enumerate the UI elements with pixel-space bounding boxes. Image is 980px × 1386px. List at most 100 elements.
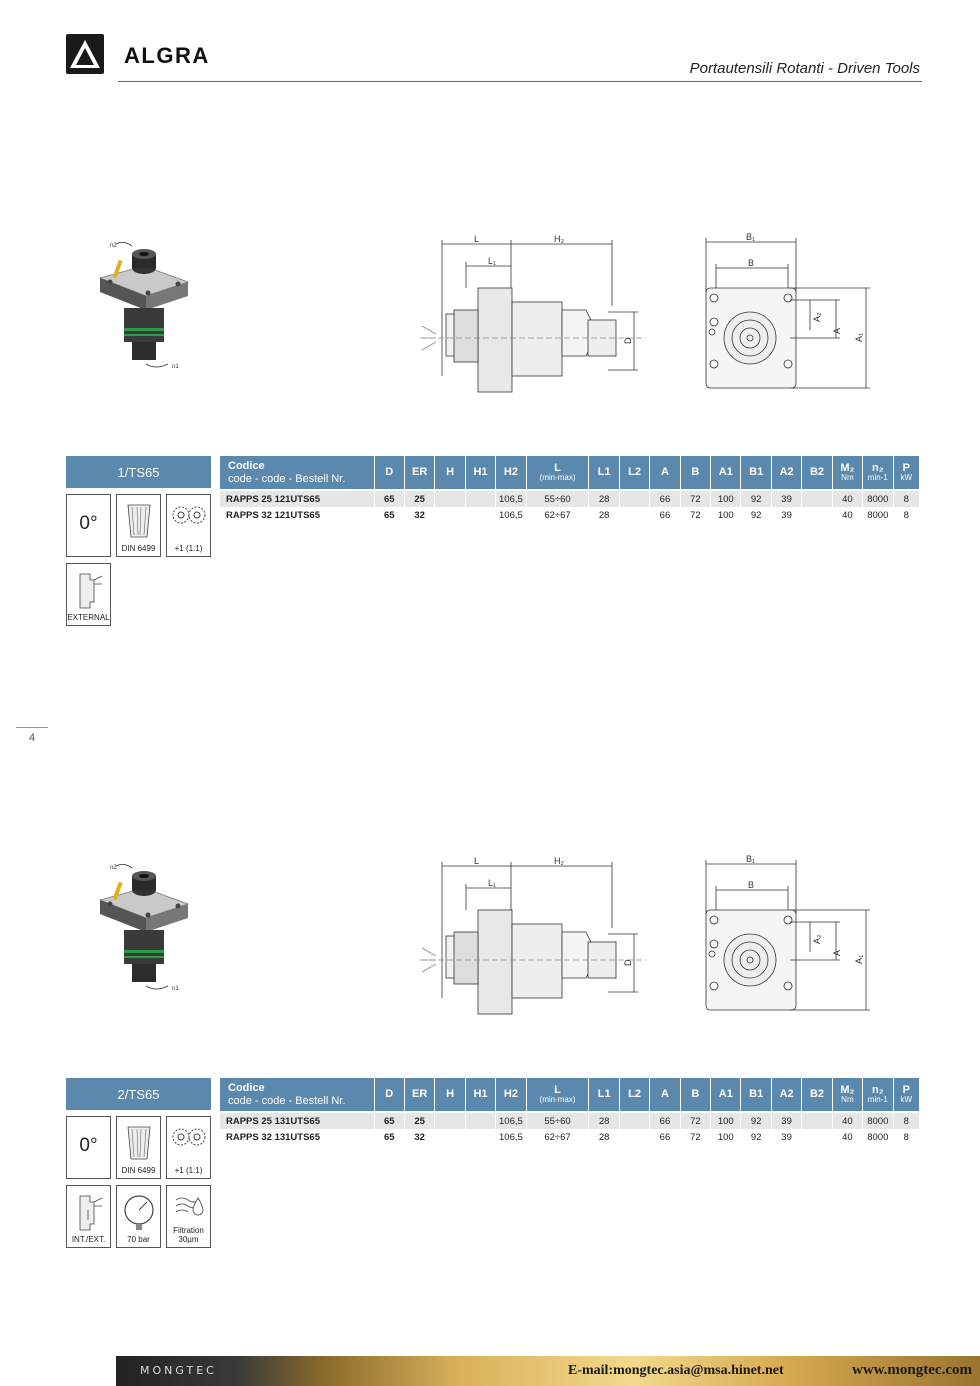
product-photo-1: n2 n1 (98, 242, 190, 370)
coolant-pressure: 70 bar (127, 1235, 150, 1244)
dim-L: L (474, 234, 479, 244)
dim-A2: A₂ (812, 312, 822, 322)
dim-D: D (623, 337, 633, 344)
col-H: H (434, 1078, 466, 1112)
section-label-2: 2/TS65 (66, 1078, 211, 1110)
col-B1: B1 (740, 1078, 772, 1112)
filtration-box-2: Filtration 30µm (166, 1185, 211, 1248)
side-view-drawing-1: L H₂ L₁ D (420, 234, 646, 393)
collet-standard: DIN 6499 (121, 544, 156, 553)
col-A2: A2 (771, 456, 803, 490)
dim-B: B (748, 880, 754, 890)
dim-A1: A₁ (854, 333, 864, 342)
collet-box-2: DIN 6499 (116, 1116, 161, 1179)
col-A1: A1 (710, 456, 742, 490)
col-D: D (374, 1078, 405, 1112)
algra-logo (66, 34, 104, 74)
coolant-box-2: INT./EXT. (66, 1185, 111, 1248)
brand-name: ALGRA (124, 43, 210, 68)
col-H2: H2 (495, 456, 527, 490)
gear-ratio: +1 (1:1) (174, 544, 203, 553)
collet-box-1: DIN 6499 (116, 494, 161, 557)
internal-external-coolant-icon (79, 1195, 102, 1231)
dim-L1: L₁ (488, 878, 496, 888)
col-L2: L2 (619, 456, 651, 490)
col-ER: ER (404, 456, 436, 490)
footer-email[interactable]: E-mail:mongtec.asia@msa.hinet.net (568, 1363, 784, 1378)
gear-box-2: +1 (1:1) (166, 1116, 211, 1179)
dim-B1: B₁ (746, 232, 755, 242)
n2-label: n2 (110, 243, 117, 249)
page-subtitle: Portautensili Rotanti - Driven Tools (689, 60, 920, 77)
col-L: L(min-max) (526, 456, 590, 490)
angle-box-1: 0° (66, 494, 111, 557)
section-label-1: 1/TS65 (66, 456, 211, 488)
footer-website[interactable]: www.mongtec.com (852, 1362, 972, 1378)
col-A1: A1 (710, 1078, 742, 1112)
col-B2: B2 (801, 456, 833, 490)
dim-L1: L₁ (488, 256, 496, 266)
n1-label: n1 (172, 364, 179, 370)
pressure-gauge-icon (123, 1195, 154, 1230)
coolant-type: EXTERNAL (67, 613, 110, 622)
product-photo-2: n2 n1 (98, 864, 190, 992)
dim-A: A (832, 328, 842, 334)
coolant-type: INT./EXT. (71, 1235, 106, 1244)
dim-D: D (623, 959, 633, 966)
col-B1: B1 (740, 456, 772, 490)
col-H: H (434, 456, 466, 490)
filtration-value: 30µm (178, 1235, 199, 1244)
col-L2: L2 (619, 1078, 651, 1112)
angle-value: 0° (79, 1135, 98, 1156)
filtration-drop-icon (175, 1197, 203, 1216)
dim-A1: A₁ (854, 955, 864, 964)
col-A2: A2 (771, 1078, 803, 1112)
col-L1: L1 (588, 456, 620, 490)
col-L: L(min-max) (526, 1078, 590, 1112)
collet-icon (127, 504, 150, 538)
col-B: B (680, 456, 712, 490)
filtration-label: Filtration (173, 1226, 204, 1235)
gear-box-1: +1 (1:1) (166, 494, 211, 557)
page-number: 4 (16, 727, 48, 744)
dim-H2: H₂ (554, 856, 564, 866)
dim-H2: H₂ (554, 234, 564, 244)
front-view-drawing-1: B₁ B A₂ A A₁ (705, 232, 870, 389)
col-L1: L1 (588, 1078, 620, 1112)
front-view-drawing-2: B₁ B A₂ A A₁ (705, 854, 870, 1011)
logo-triangle-icon (70, 40, 100, 68)
header-divider (118, 81, 922, 82)
collet-icon (127, 1126, 150, 1160)
gears-icon (172, 1128, 205, 1146)
col-A: A (649, 1078, 681, 1112)
gear-ratio: +1 (1:1) (174, 1166, 203, 1175)
n1-label: n1 (172, 986, 179, 992)
footer-bar: MONGTEC E-mail:mongtec.asia@msa.hinet.ne… (116, 1356, 980, 1386)
dim-B: B (748, 258, 754, 268)
col-A: A (649, 456, 681, 490)
side-view-drawing-2: L H₂ L₁ D (420, 856, 646, 1015)
footer-brand: MONGTEC (140, 1364, 217, 1377)
col-B: B (680, 1078, 712, 1112)
dim-B1: B₁ (746, 854, 755, 864)
col-H2: H2 (495, 1078, 527, 1112)
col-D: D (374, 456, 405, 490)
col-H1: H1 (465, 456, 497, 490)
dim-A: A (832, 950, 842, 956)
col-H1: H1 (465, 1078, 497, 1112)
collet-standard: DIN 6499 (121, 1166, 156, 1175)
coolant-box-1: EXTERNAL (66, 563, 111, 626)
col-B2: B2 (801, 1078, 833, 1112)
angle-box-2: 0° (66, 1116, 111, 1179)
